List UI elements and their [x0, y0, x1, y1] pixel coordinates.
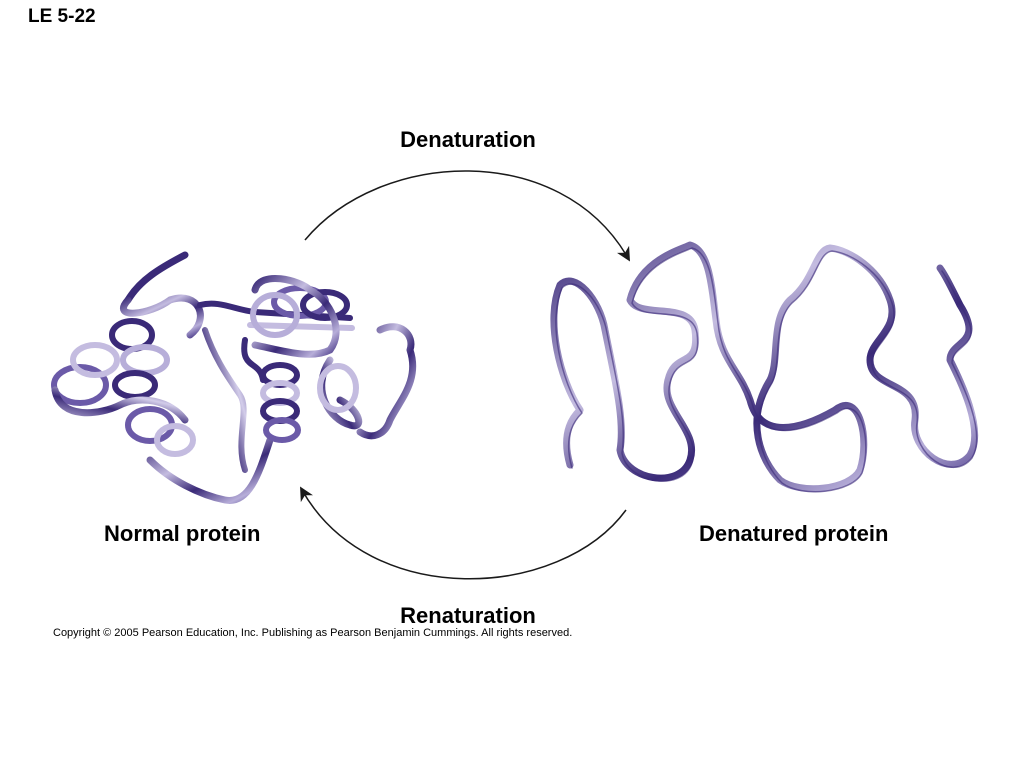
renaturation-arrow	[300, 486, 627, 580]
denaturation-label: Denaturation	[400, 127, 536, 152]
normal-protein-label: Normal protein	[104, 521, 261, 546]
denatured-protein-label: Denatured protein	[699, 521, 889, 546]
normal-protein-ribbon	[51, 251, 417, 504]
slide-label: LE 5-22	[28, 6, 96, 27]
copyright-notice: Copyright © 2005 Pearson Education, Inc.…	[53, 627, 573, 639]
renaturation-label: Renaturation	[400, 603, 536, 628]
denaturation-arrow	[304, 170, 631, 262]
denatured-protein-ribbon	[550, 241, 979, 493]
